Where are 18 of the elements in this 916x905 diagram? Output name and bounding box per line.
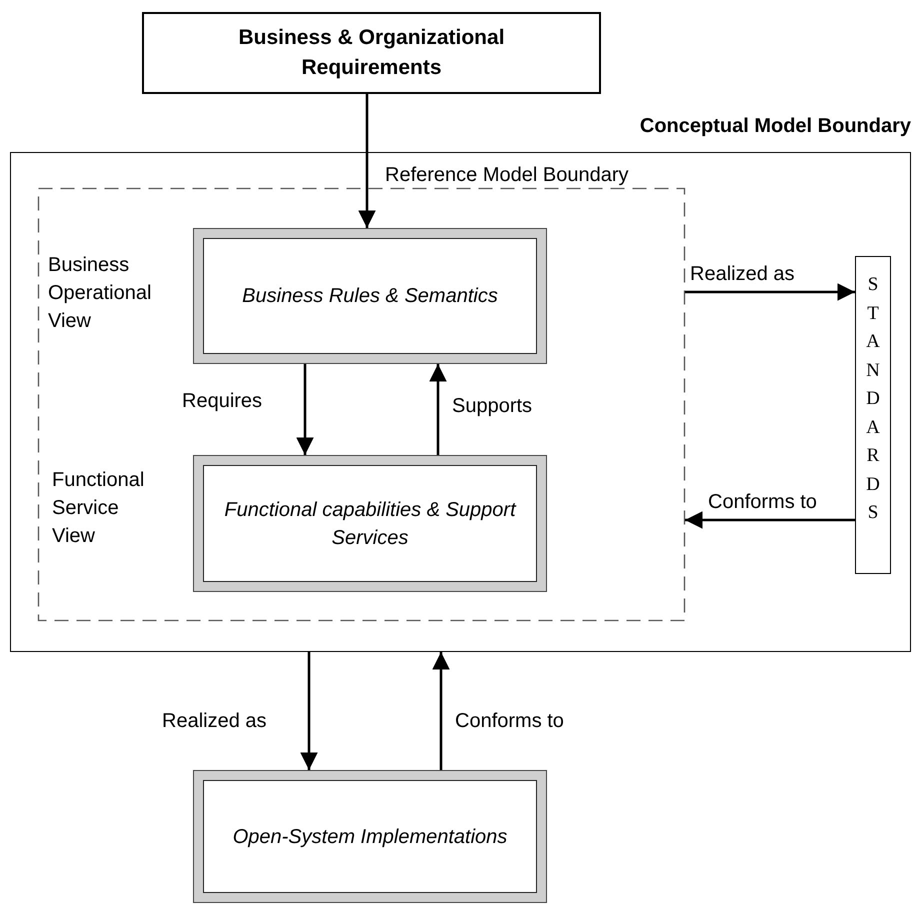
- arrow: [296, 364, 314, 455]
- view-label: Business Operational View: [48, 253, 152, 334]
- arrow: [429, 364, 447, 455]
- box-text: Open-System Implementations: [232, 824, 508, 850]
- process-box: Business & Organizational Requirements: [142, 12, 601, 94]
- arrow: [358, 94, 376, 228]
- box-text: Functional capabilities & Support Services: [224, 498, 516, 550]
- process-box: [193, 770, 547, 903]
- boundary-heading: Conceptual Model Boundary: [640, 115, 911, 138]
- box-text: Business Rules & Semantics: [242, 284, 498, 309]
- arrow: [300, 652, 318, 770]
- arrow: [685, 283, 855, 301]
- arrow: [432, 652, 450, 770]
- process-box: [193, 228, 547, 364]
- standards-box: STANDARDS: [855, 256, 891, 574]
- process-box: [193, 455, 547, 592]
- arrow: [685, 511, 855, 529]
- view-label: Functional Service View: [52, 468, 146, 549]
